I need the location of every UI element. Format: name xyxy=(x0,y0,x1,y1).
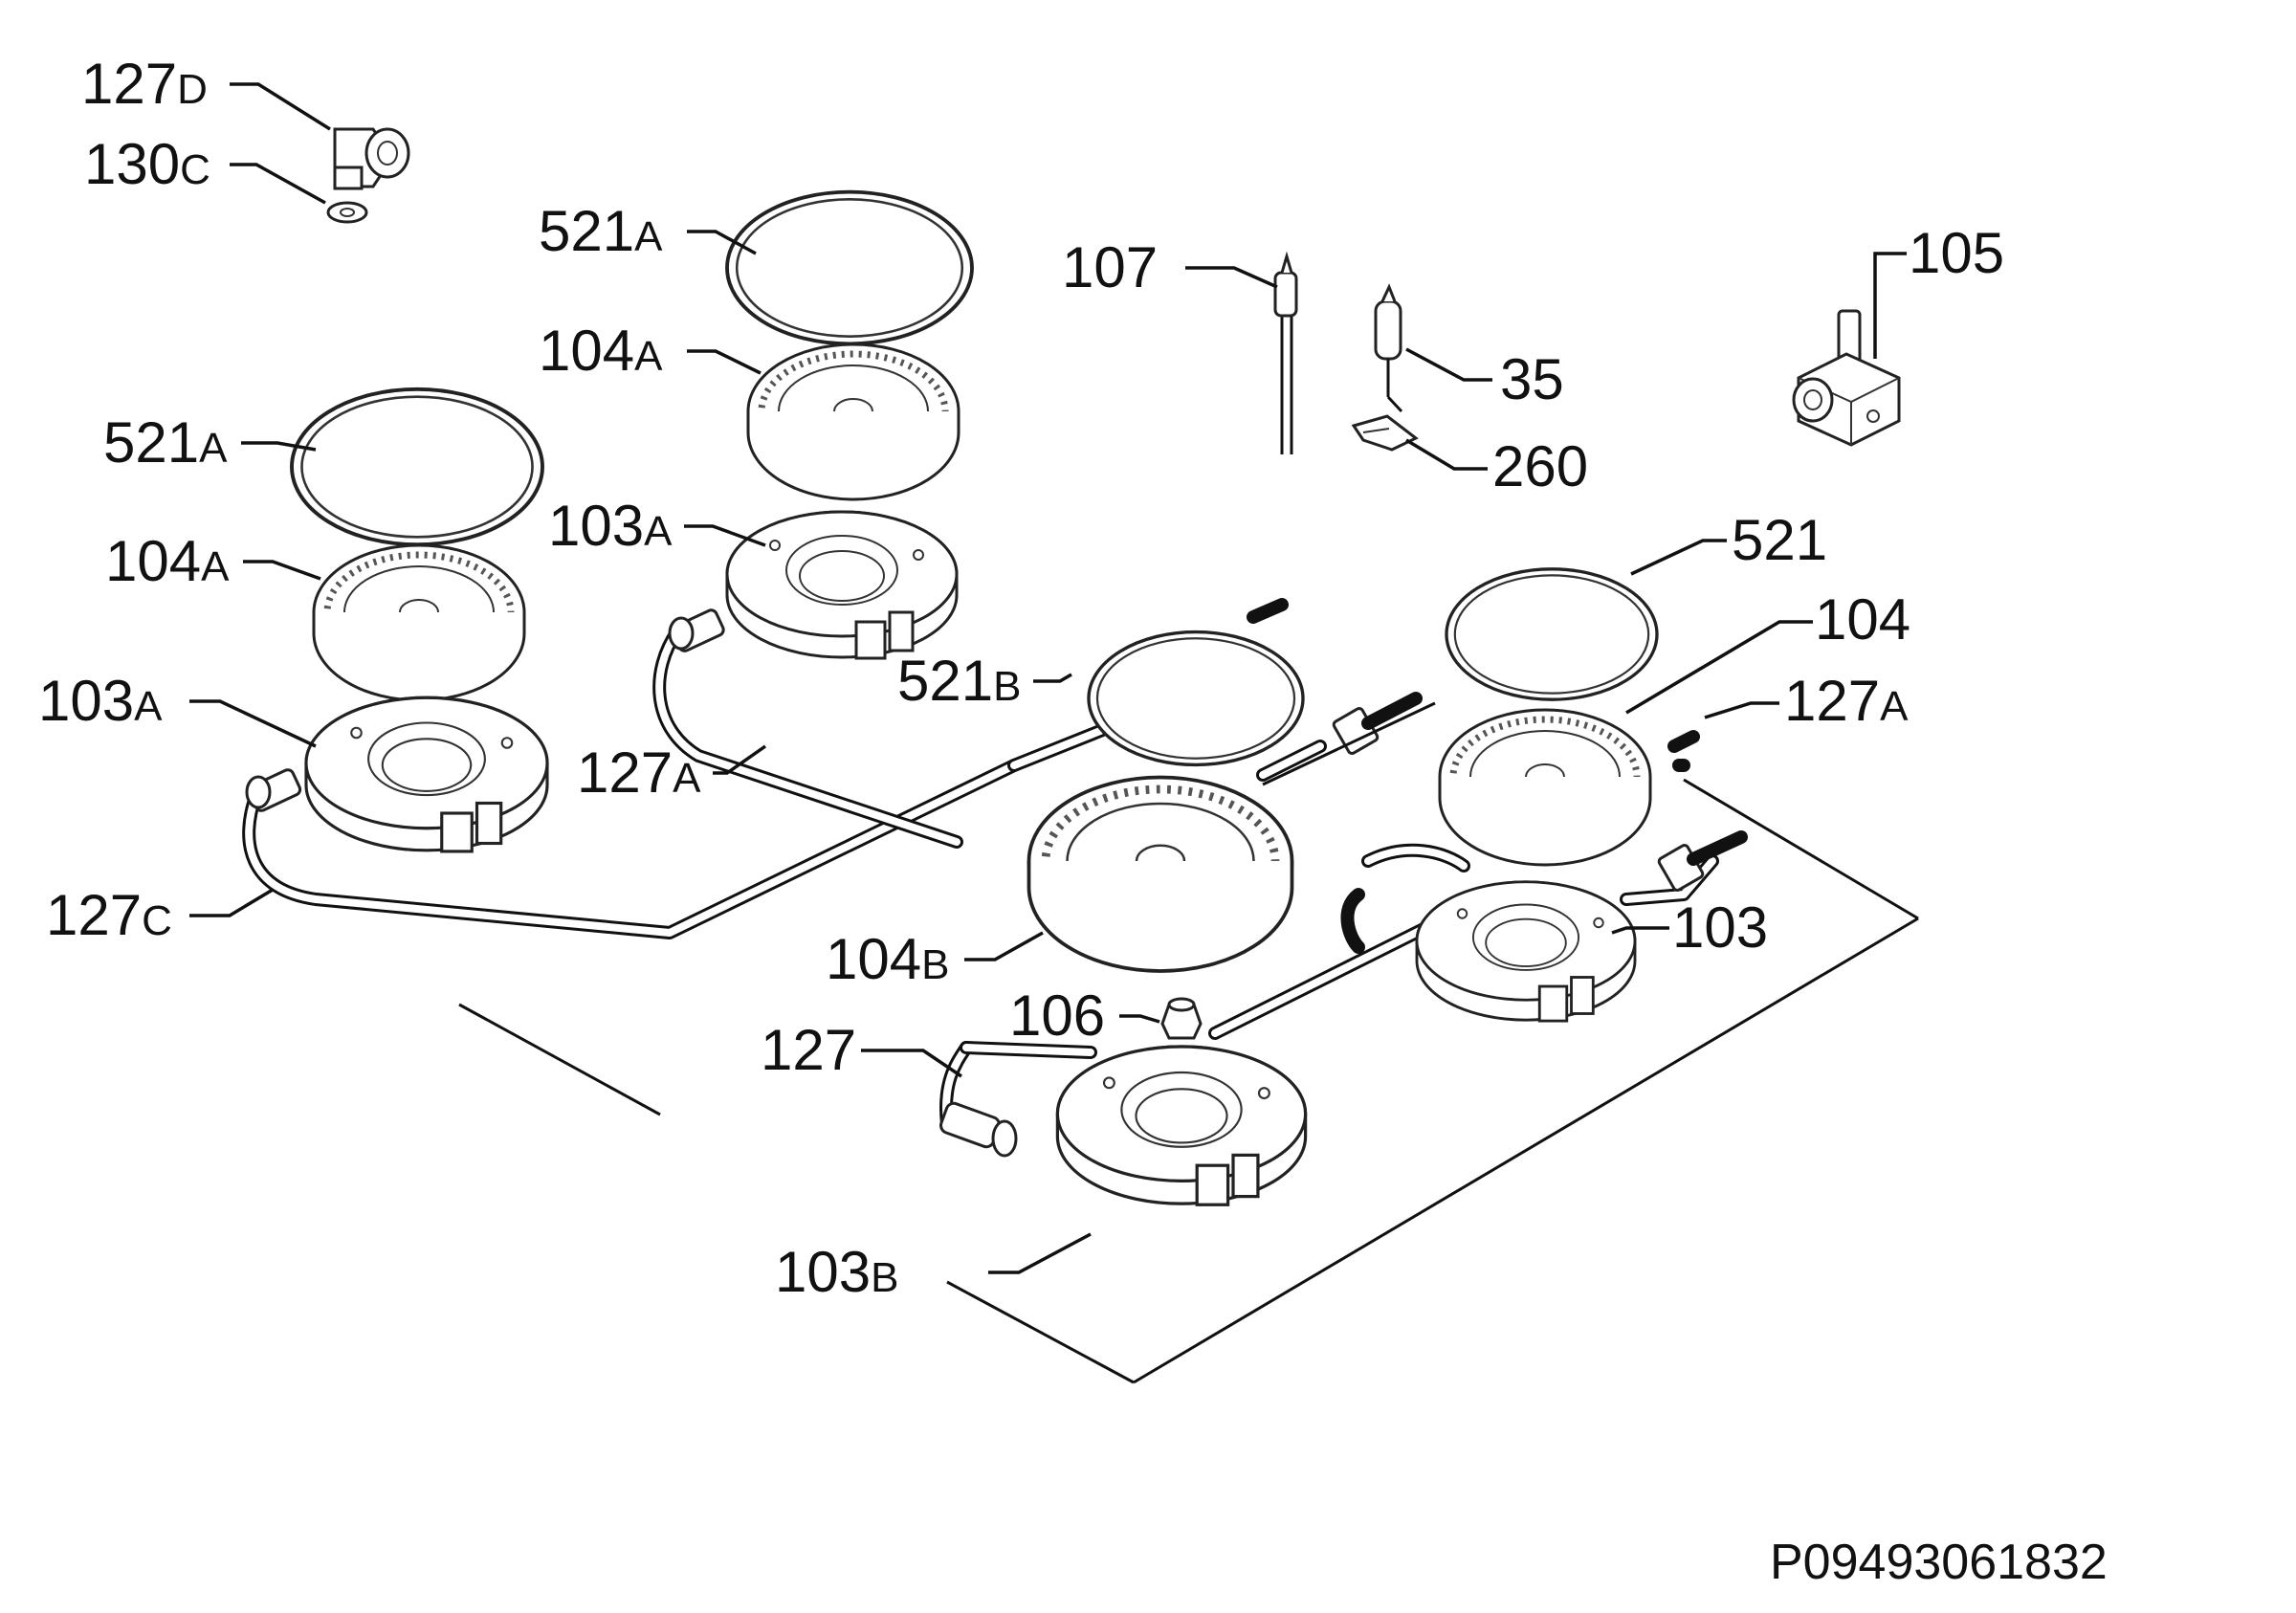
clip-260 xyxy=(1351,414,1419,452)
fitting-127-elbow xyxy=(939,1101,1018,1158)
pipe-127a-mid xyxy=(652,598,1289,849)
pipe-127c xyxy=(242,759,1021,939)
label-103b: 103B xyxy=(775,1240,898,1304)
hob-outline xyxy=(458,778,1919,1384)
burner-base-103 xyxy=(1415,880,1637,1023)
label-521a-left: 521A xyxy=(103,410,228,475)
label-104b: 104B xyxy=(826,927,949,991)
label-104a-left: 104A xyxy=(105,529,230,593)
label-127a-mid: 127A xyxy=(577,740,701,805)
burner-ring-104 xyxy=(1440,710,1650,865)
label-127: 127 xyxy=(761,1018,856,1082)
label-104: 104 xyxy=(1815,587,1910,652)
label-127d: 127D xyxy=(81,52,208,116)
drawing-code: P09493061832 xyxy=(1770,1535,2108,1590)
elbow-fitting-127d xyxy=(326,127,410,224)
burner-ring-104b xyxy=(1029,778,1292,971)
label-103a-top: 103A xyxy=(548,494,673,558)
label-127c: 127C xyxy=(46,883,172,947)
electrode-35 xyxy=(1374,283,1403,413)
cap-521b xyxy=(1087,630,1305,767)
label-104a-top: 104A xyxy=(539,319,663,383)
fitting-127a-elbow xyxy=(668,608,725,652)
label-521b: 521B xyxy=(897,649,1021,713)
label-106: 106 xyxy=(1009,983,1105,1048)
burner-base-103b xyxy=(1055,1045,1308,1206)
label-521a-top: 521A xyxy=(539,199,663,263)
label-107: 107 xyxy=(1062,235,1158,299)
injector-106 xyxy=(1160,997,1203,1040)
label-127a-right: 127A xyxy=(1784,669,1909,733)
thermocouple-107 xyxy=(1273,251,1298,454)
cap-521a-left xyxy=(290,387,544,547)
burner-base-103a-left xyxy=(304,696,549,853)
labels: 127D 130C 521A 104A 103A 521A 104A 103A … xyxy=(38,52,2004,1304)
label-130c: 130C xyxy=(84,132,210,196)
cap-521 xyxy=(1445,567,1659,701)
pipe-127 xyxy=(939,730,1719,1131)
burner-ring-104a-left xyxy=(314,545,524,700)
leader-lines xyxy=(189,82,1907,1274)
cap-521a-top xyxy=(725,189,974,346)
burner-base-103a-top xyxy=(725,510,959,660)
fitting-nut-mid xyxy=(1332,692,1423,755)
label-521: 521 xyxy=(1732,508,1827,572)
fitting-nut-right xyxy=(1657,830,1748,892)
label-105: 105 xyxy=(1909,221,2004,285)
label-35: 35 xyxy=(1500,347,1564,411)
gas-valve-105 xyxy=(1792,309,1901,447)
label-103: 103 xyxy=(1672,895,1768,960)
label-103a-left: 103A xyxy=(38,669,163,733)
fitting-127c-elbow xyxy=(245,768,302,812)
label-260: 260 xyxy=(1492,434,1588,498)
burner-ring-104a-top xyxy=(748,344,959,499)
